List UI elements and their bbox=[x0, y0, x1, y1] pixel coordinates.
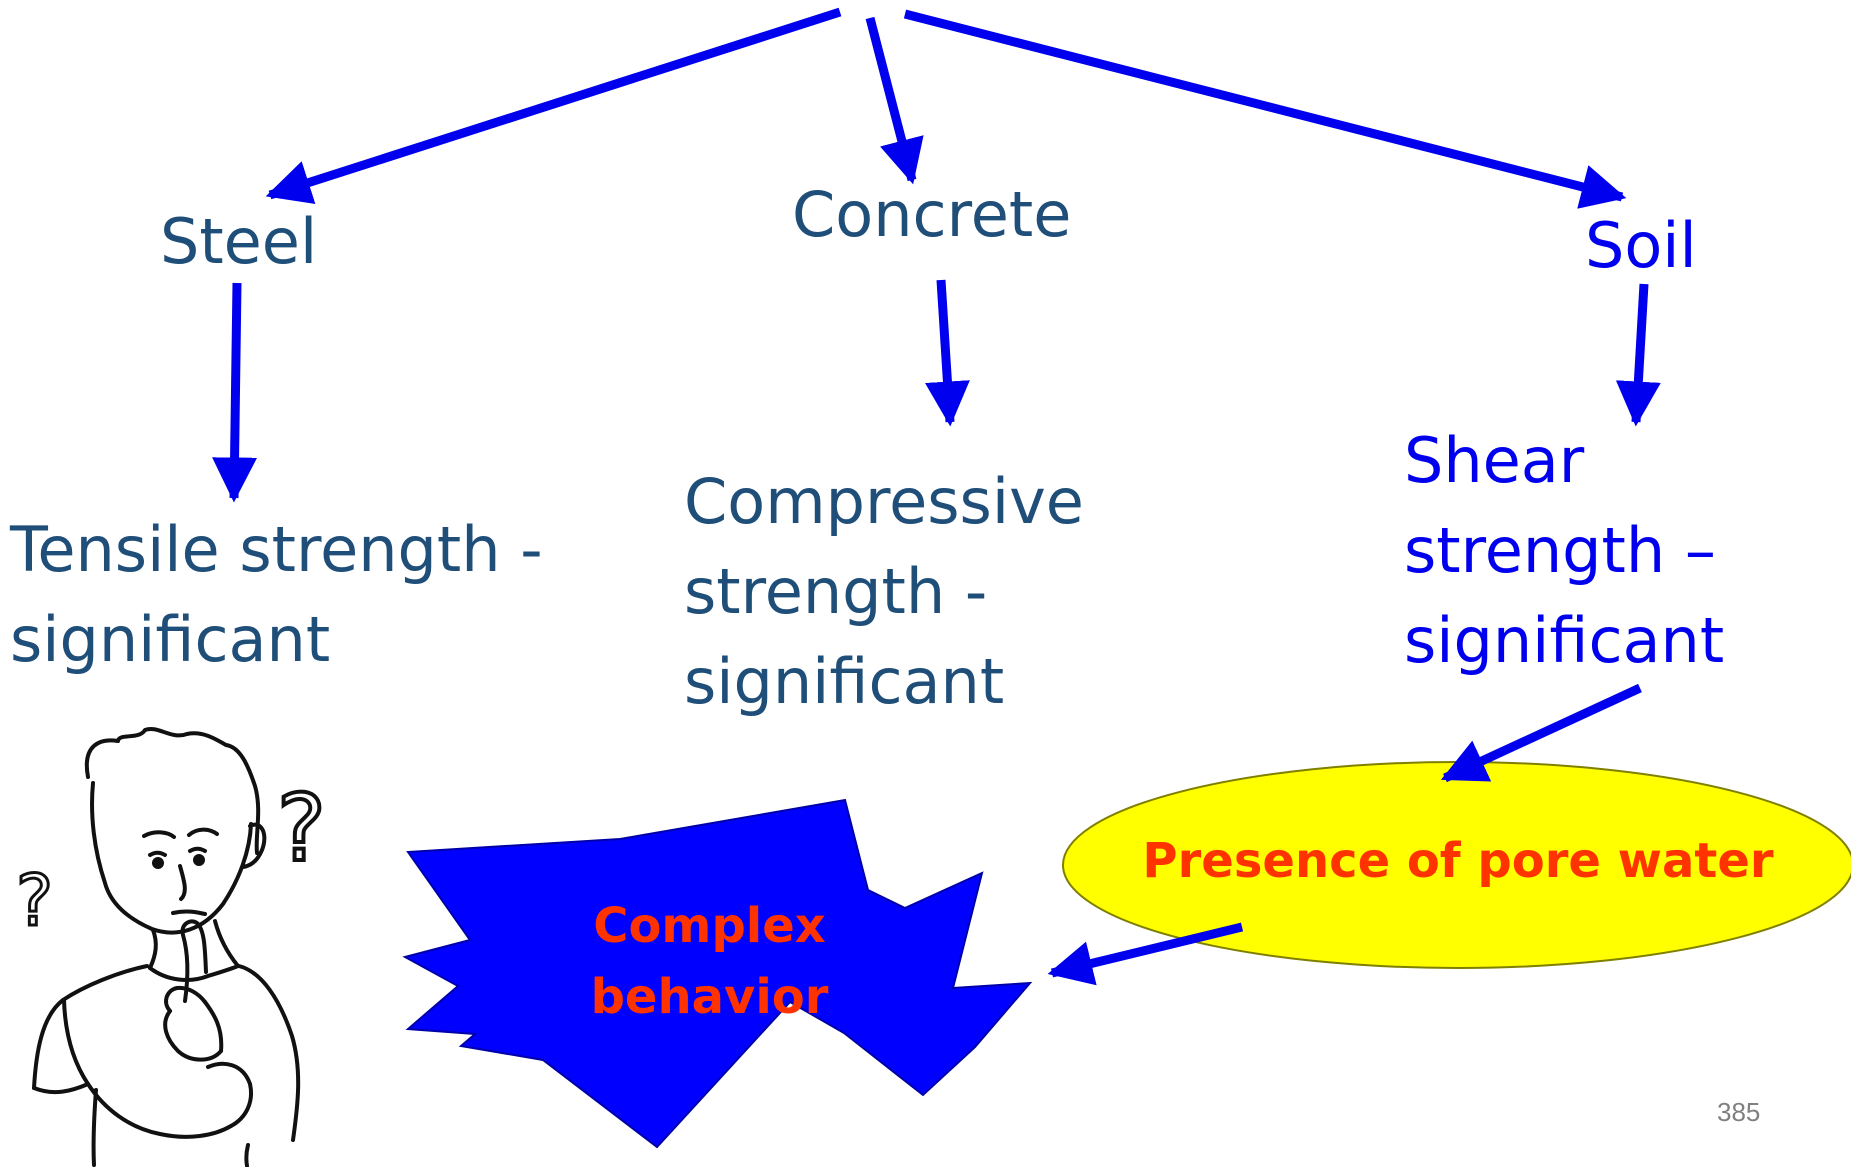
steel-property-label: Tensile strength - significant bbox=[10, 513, 543, 676]
arrow-root-to-soil bbox=[903, 9, 1627, 209]
steel-label: Steel bbox=[160, 205, 318, 278]
pore-water-text: Presence of pore water bbox=[1142, 833, 1774, 889]
arrow-soil-to-property bbox=[1615, 283, 1661, 427]
question-mark-right: ? bbox=[277, 775, 326, 882]
concrete-property-label: Compressive strength - significant bbox=[684, 465, 1084, 718]
arrow-root-to-concrete bbox=[865, 16, 924, 185]
question-mark-left: ? bbox=[16, 860, 53, 942]
soil-property-label: Shear strength – significant bbox=[1404, 424, 1725, 677]
arrow-pore-water-to-burst bbox=[1047, 922, 1244, 986]
arrow-shear-to-pore-water bbox=[1440, 683, 1642, 783]
soil-label: Soil bbox=[1585, 209, 1697, 282]
arrow-concrete-to-property bbox=[924, 279, 970, 427]
complex-behavior-text: Complex behavior bbox=[590, 898, 829, 1026]
concrete-label: Concrete bbox=[792, 178, 1072, 251]
thinking-person-icon bbox=[32, 726, 301, 1167]
complex-behavior-burst bbox=[402, 798, 1033, 1149]
arrow-steel-to-property bbox=[212, 282, 258, 503]
slide-number: 385 bbox=[1717, 1097, 1761, 1127]
arrow-root-to-steel bbox=[265, 7, 842, 205]
